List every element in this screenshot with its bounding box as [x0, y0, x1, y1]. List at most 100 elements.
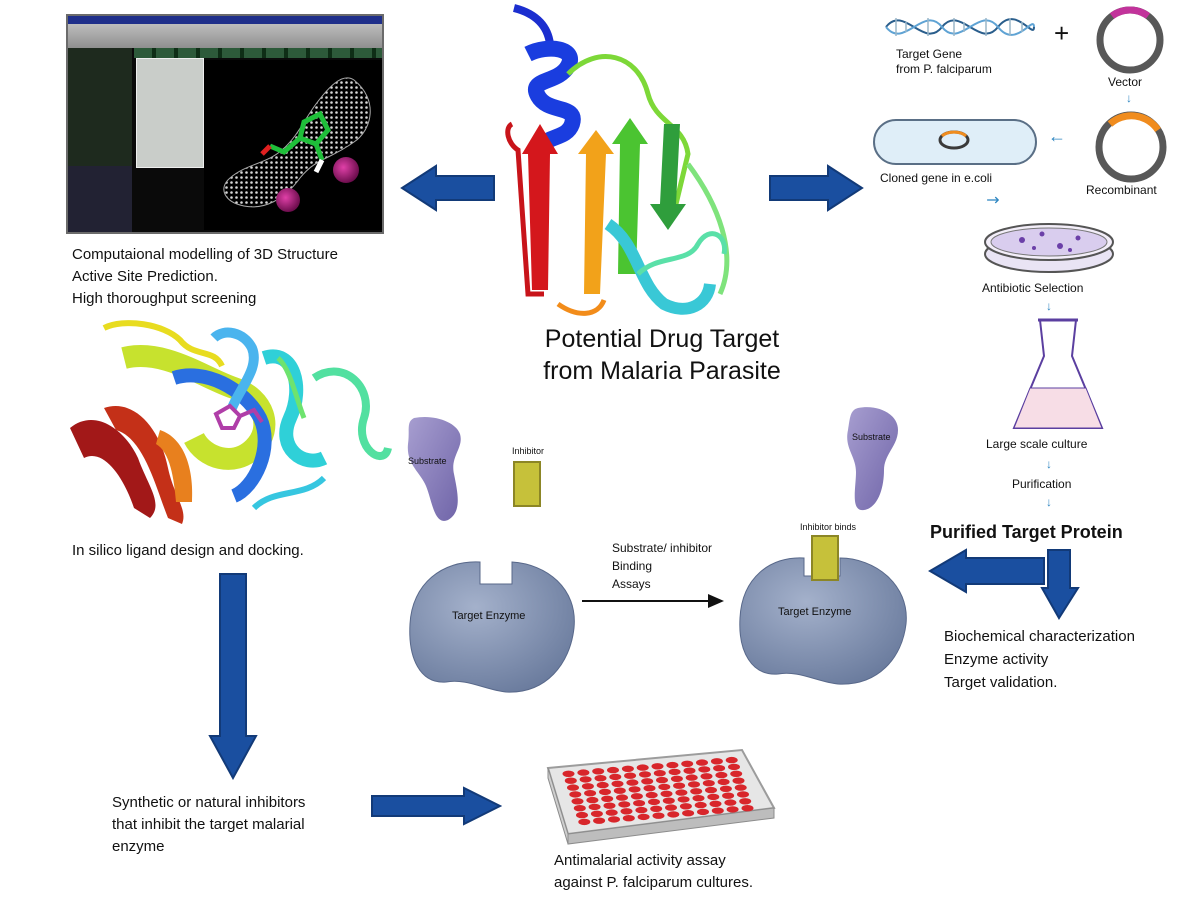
- plate-well: [711, 807, 724, 814]
- substrate-left-label: Substrate: [408, 456, 447, 466]
- recombinant-left-arrow: ←: [1048, 126, 1066, 146]
- dish-to-flask-arrow: ↓: [1046, 299, 1052, 313]
- plate-well: [683, 767, 696, 774]
- vector-down-arrow: ↓: [1126, 91, 1132, 105]
- binding-assay-line3: Assays: [612, 577, 651, 591]
- plate-well: [696, 759, 708, 766]
- plate-well: [656, 776, 668, 784]
- plate-well: [607, 766, 619, 774]
- active-site-render: [223, 77, 371, 212]
- plate-well: [571, 798, 584, 805]
- plate-well: [573, 805, 586, 812]
- docking-protein-ribbon-icon: [70, 320, 392, 524]
- petri-dish-icon: [984, 223, 1114, 273]
- plate-well: [710, 758, 723, 765]
- plate-well: [650, 805, 663, 812]
- plate-well: [641, 778, 654, 785]
- plate-well: [630, 793, 643, 800]
- binding-assay-line1: Substrate/ inhibitor: [612, 541, 713, 555]
- plate-well: [653, 770, 666, 777]
- plate-well: [562, 770, 575, 777]
- software-toolbar: [68, 24, 382, 48]
- binding-assay-line2: Binding: [612, 559, 653, 573]
- antimalarial-caption-line1: Antimalarial activity assay: [554, 852, 726, 869]
- characterization-line1: Biochemical characterization: [944, 628, 1135, 645]
- plate-well: [670, 775, 683, 782]
- central-title-line1: Potential Drug Target: [544, 325, 780, 353]
- plate-well: [707, 793, 720, 801]
- plate-well: [668, 768, 681, 776]
- plate-well: [633, 800, 646, 807]
- plate-well: [613, 787, 626, 794]
- target-enzyme-right-label: Target Enzyme: [778, 606, 852, 618]
- plate-well: [586, 796, 599, 804]
- bacterium-icon: [873, 119, 1037, 165]
- plus-sign: +: [1054, 18, 1070, 48]
- plate-well: [726, 806, 739, 813]
- plate-well: [702, 780, 715, 787]
- plate-well: [739, 798, 752, 805]
- plate-well: [685, 774, 698, 781]
- large-scale-culture-label: Large scale culture: [986, 437, 1088, 451]
- plate-well: [599, 788, 611, 796]
- plate-well: [616, 794, 628, 801]
- plate-well: [603, 802, 616, 809]
- plate-well: [734, 784, 747, 791]
- plate-well: [626, 779, 639, 786]
- plate-well: [728, 763, 740, 771]
- inhibitors-caption-line2: that inhibit the target malarial: [112, 816, 305, 833]
- target-enzyme-right-shape: [739, 535, 907, 685]
- plate-well: [601, 795, 614, 802]
- plate-well: [569, 791, 582, 798]
- plate-well: [620, 808, 633, 815]
- characterization-line3: Target validation.: [944, 674, 1058, 691]
- arrow-down-to-characterization: [1040, 549, 1080, 620]
- plate-well: [621, 765, 634, 772]
- purification-label: Purification: [1012, 477, 1072, 491]
- plate-well: [651, 763, 664, 770]
- plate-well: [658, 783, 671, 791]
- vector-label: Vector: [1108, 75, 1143, 89]
- plate-well: [636, 764, 649, 771]
- inhibitors-caption-line1: Synthetic or natural inhibitors: [112, 794, 306, 811]
- plate-well: [596, 781, 609, 789]
- target-gene-label-line2: from P. falciparum: [896, 62, 992, 76]
- plate-well: [618, 801, 631, 808]
- plate-well: [692, 795, 705, 802]
- plate-well: [709, 800, 722, 807]
- recombinant-label: Recombinant: [1086, 183, 1157, 197]
- software-sidebar-lower: [68, 166, 132, 232]
- plate-well: [609, 773, 622, 781]
- plate-well: [722, 792, 735, 799]
- substrate-right-shape: [847, 407, 898, 511]
- dna-icon: [885, 18, 1035, 36]
- arrow-right-to-assay: [371, 786, 502, 826]
- plate-well: [666, 761, 679, 769]
- plate-well: [584, 790, 597, 797]
- docking-caption: In silico ligand design and docking.: [72, 542, 304, 559]
- plate-well: [608, 816, 620, 823]
- substrate-left-shape: [407, 416, 461, 521]
- arrow-left-to-enzyme: [928, 548, 1045, 594]
- plate-well: [578, 818, 591, 826]
- plate-well: [737, 791, 749, 798]
- purified-target-protein-label: Purified Target Protein: [930, 522, 1123, 542]
- plate-well: [715, 771, 728, 779]
- plate-well: [590, 810, 603, 817]
- plate-well: [564, 777, 577, 784]
- binding-assay-arrow: [582, 594, 724, 608]
- plate-well: [667, 811, 680, 818]
- target-gene-label-line1: Target Gene: [896, 47, 963, 61]
- plate-well: [576, 811, 588, 819]
- plate-well: [652, 812, 665, 819]
- antibiotic-selection-label: Antibiotic Selection: [982, 281, 1084, 295]
- plate-well: [719, 785, 732, 792]
- plate-well: [675, 789, 688, 796]
- plate-well: [662, 797, 675, 804]
- plate-well: [697, 808, 709, 816]
- plasmid-icon: [1096, 6, 1164, 74]
- plate-well: [645, 791, 658, 799]
- central-title-line2: from Malaria Parasite: [543, 357, 781, 385]
- plate-well: [673, 782, 686, 789]
- plate-well: [622, 815, 635, 822]
